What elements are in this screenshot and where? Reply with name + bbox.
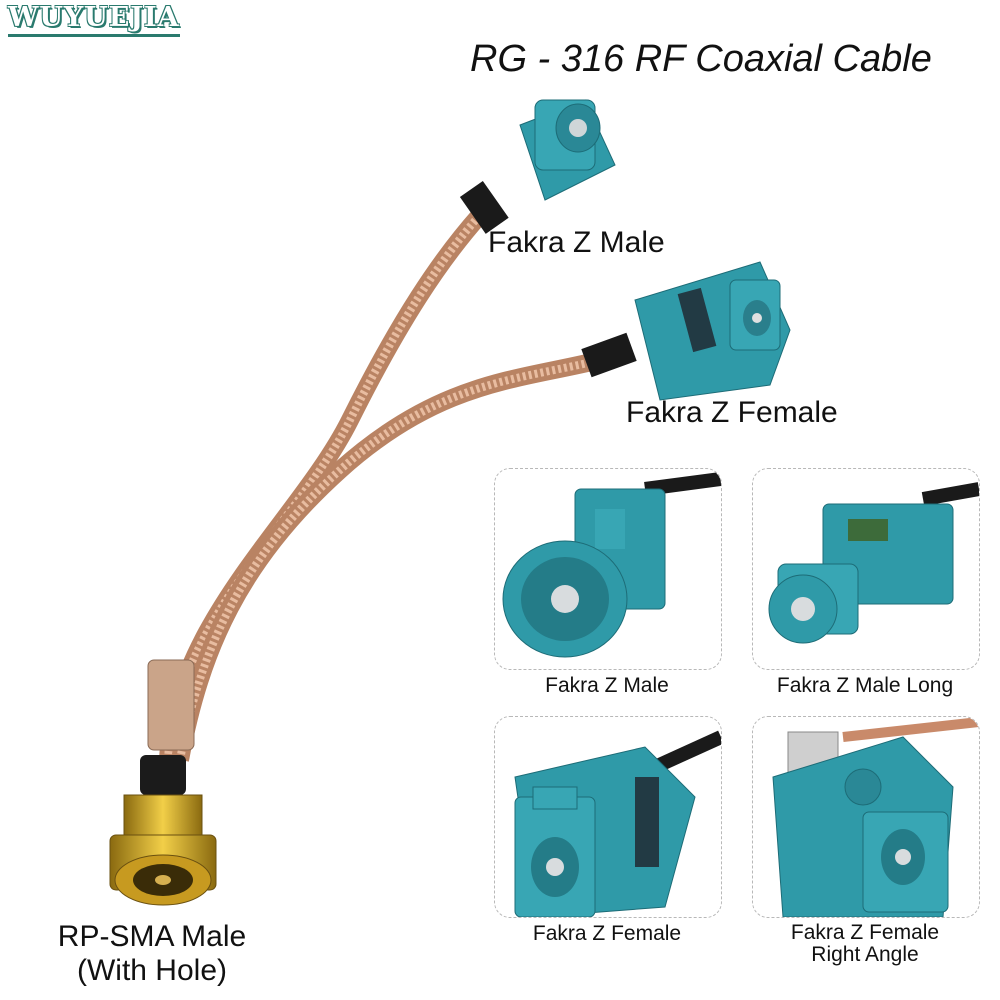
rp-sma-connector-icon bbox=[109, 794, 217, 906]
panel-fakra-z-female-right-angle bbox=[752, 716, 980, 918]
panel-label-fakra-z-male-long: Fakra Z Male Long bbox=[776, 674, 954, 697]
label-rp-sma-line1: RP-SMA Male bbox=[57, 920, 247, 953]
fakra-z-male-closeup-icon bbox=[502, 472, 721, 658]
label-fakra-z-male: Fakra Z Male bbox=[488, 226, 665, 259]
panel-label-line2: Right Angle bbox=[811, 943, 919, 966]
label-rp-sma-line2: (With Hole) bbox=[76, 954, 227, 987]
panel-fakra-z-male-long bbox=[752, 468, 980, 670]
label-rp-sma: RP-SMA Male (With Hole) bbox=[52, 920, 252, 988]
panel-label-fakra-z-female: Fakra Z Female bbox=[532, 922, 682, 945]
panel-label-fakra-z-male: Fakra Z Male bbox=[545, 674, 669, 697]
fakra-z-male-connector-icon bbox=[459, 99, 616, 234]
panel-label-line1: Fakra Z Female bbox=[790, 921, 940, 944]
fakra-z-male-long-closeup-icon bbox=[768, 482, 979, 644]
panel-fakra-z-female bbox=[494, 716, 722, 918]
fakra-z-female-right-angle-closeup-icon bbox=[772, 717, 979, 917]
page-title: RG - 316 RF Coaxial Cable bbox=[470, 38, 932, 80]
fakra-z-female-connector-icon bbox=[581, 261, 791, 401]
panel-fakra-z-male bbox=[494, 468, 722, 670]
panel-label-fakra-z-female-right-angle: Fakra Z Female Right Angle bbox=[752, 922, 978, 966]
brand-logo: WUYUEJIA bbox=[8, 2, 180, 37]
label-fakra-z-female: Fakra Z Female bbox=[626, 396, 838, 429]
fakra-z-female-closeup-icon bbox=[514, 730, 721, 917]
